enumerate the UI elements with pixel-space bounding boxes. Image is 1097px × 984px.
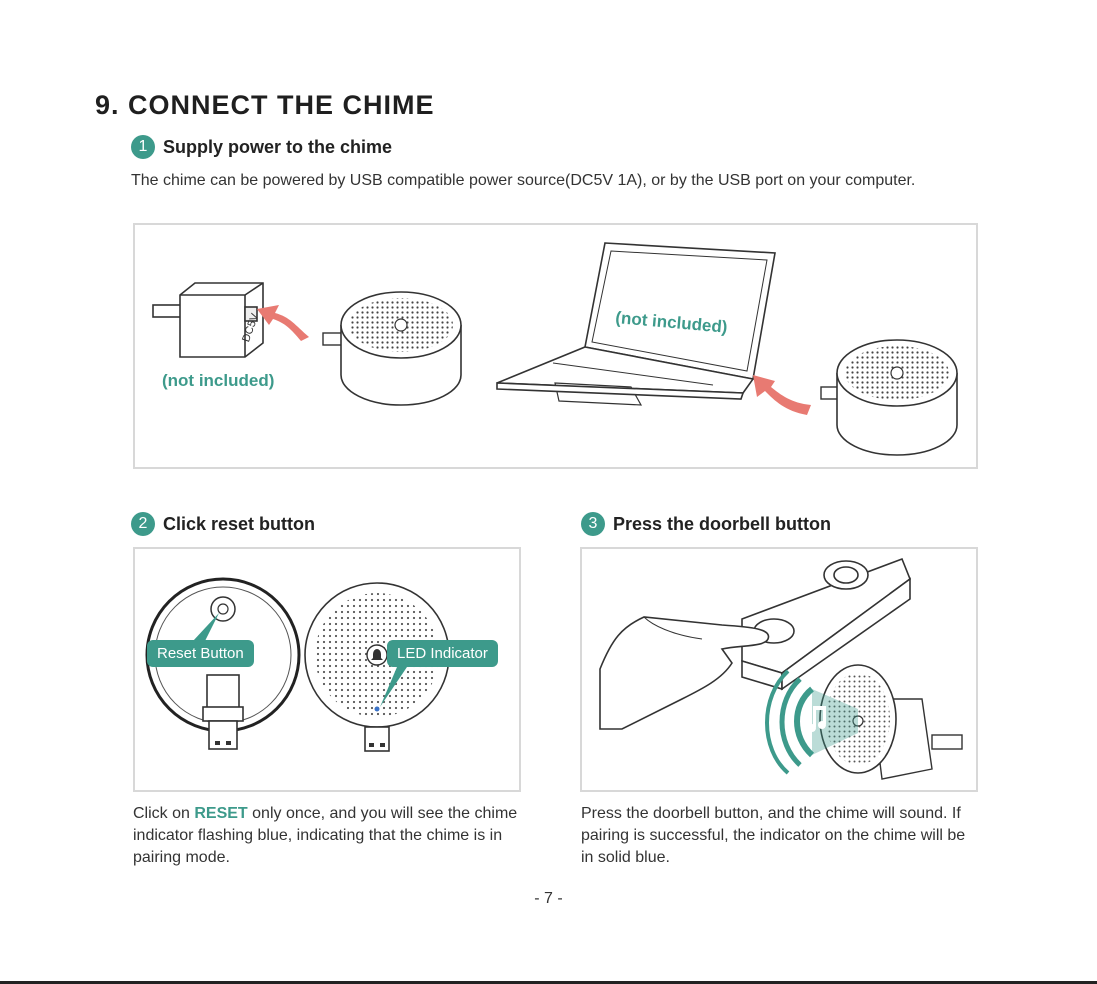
chime-front-image — [304, 582, 450, 752]
page-title: 9. CONNECT THE CHIME — [95, 90, 435, 120]
step2-heading: 2 Click reset button — [131, 512, 315, 536]
reset-keyword: RESET — [194, 805, 248, 822]
step3-label: Press the doorbell button — [613, 513, 832, 534]
step1-illustration: DC5V (not included) — [152, 242, 958, 456]
step3-description: Press the doorbell button, and the chime… — [581, 805, 966, 866]
step3-illustration-frame — [580, 547, 978, 792]
step2-desc-after: only once, and you will see the chime in… — [133, 805, 518, 866]
chime-image — [322, 291, 462, 406]
step1-number-badge: 1 — [131, 135, 155, 159]
insert-arrow-icon — [753, 375, 811, 415]
chime-image — [819, 664, 963, 780]
step1-heading: 1 Supply power to the chime — [131, 135, 392, 159]
hand-image — [599, 616, 770, 730]
bell-icon — [371, 649, 383, 660]
step2-illustration-frame: Reset Button LED Indicator — [133, 547, 521, 792]
led-pointer — [380, 667, 407, 707]
doorbell-image — [741, 557, 911, 691]
reset-button-callout: Reset Button — [147, 640, 254, 667]
adapter-not-included-note: (not included) — [162, 371, 275, 390]
step2-illustration — [145, 577, 450, 752]
step3-number-badge: 3 — [581, 512, 605, 536]
reset-pointer — [193, 613, 219, 641]
sound-waves — [765, 669, 815, 775]
laptop-image — [496, 242, 776, 406]
step3-illustration — [599, 557, 963, 780]
step1-label: Supply power to the chime — [163, 136, 393, 157]
step3-heading: 3 Press the doorbell button — [581, 512, 831, 536]
insert-arrow-icon — [257, 305, 309, 341]
music-note-icon — [808, 706, 826, 732]
step1-description: The chime can be powered by USB compatib… — [131, 172, 916, 189]
step2-label: Click reset button — [163, 513, 316, 534]
bottom-rule — [0, 981, 1097, 984]
power-adapter-image — [152, 282, 264, 358]
chime-image — [820, 339, 958, 456]
page-number: - 7 - — [534, 890, 563, 907]
step1-illustration-frame: DC5V (not included) — [133, 223, 978, 469]
led-indicator-callout: LED Indicator — [387, 640, 498, 667]
step2-number-badge: 2 — [131, 512, 155, 536]
step2-description: Click on RESET only once, and you will s… — [133, 803, 525, 869]
step2-desc-before: Click on — [133, 805, 195, 822]
